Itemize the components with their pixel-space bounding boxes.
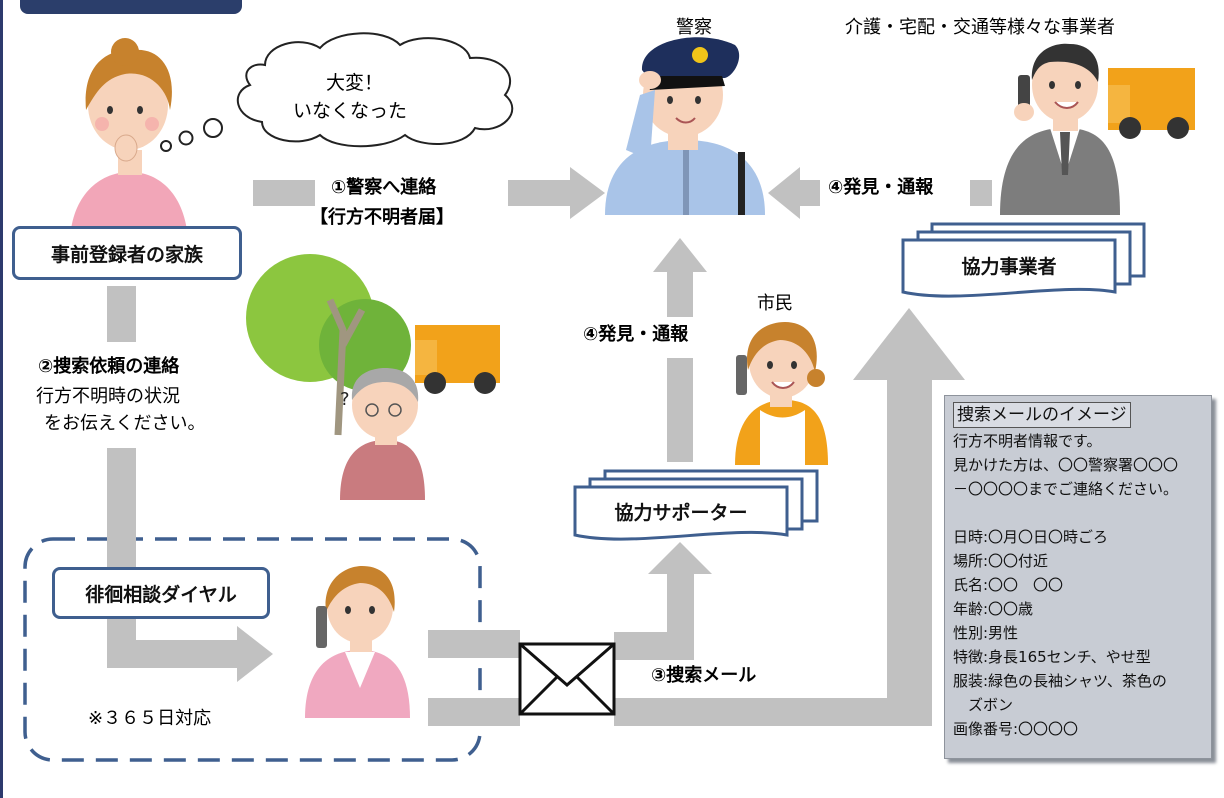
cooperating-supporter-label: 協力サポーター (614, 501, 748, 524)
arrow-family-to-dial (107, 286, 273, 682)
mail-line: －〇〇〇〇までご連絡ください。 (953, 480, 1179, 498)
mail-line: 日時:〇月〇日〇時ごろ (953, 528, 1109, 546)
step4-business-label: ④発見・通報 (828, 177, 934, 198)
mail-line: 画像番号:〇〇〇〇 (953, 720, 1079, 738)
header-tab (20, 0, 242, 14)
mail-line: 行方不明者情報です。 (953, 432, 1102, 450)
cooperating-business-label: 協力事業者 (961, 255, 1057, 278)
police-label: 警察 (676, 17, 712, 38)
mail-envelope-icon (518, 642, 616, 716)
left-border (0, 0, 3, 798)
business-man-illustration (1000, 43, 1195, 215)
businesses-label: 介護・宅配・交通等様々な事業者 (845, 17, 1115, 38)
lost-elderly-scene-illustration: ? (246, 254, 500, 500)
speech-line-1: 大変！ (326, 72, 384, 94)
mail-line: 服装:緑色の長袖シャツ、茶色の (953, 672, 1167, 690)
citizen-label: 市民 (757, 293, 793, 314)
operator-woman-illustration (305, 566, 410, 718)
step2-line1: 行方不明時の状況 (36, 386, 180, 407)
arrow-dial-to-mail (428, 630, 520, 726)
mail-line: 氏名:〇〇 〇〇 (953, 576, 1064, 594)
step4-supporter-label: ④発見・通報 (583, 324, 689, 345)
arrow-business-to-police (768, 167, 992, 219)
supporter-doc-stack (573, 469, 819, 541)
search-mail-panel: 捜索メールのイメージ 行方不明者情報です。 見かけた方は、〇〇警察署〇〇〇 －〇… (944, 395, 1212, 759)
step1-label: ①警察へ連絡 (331, 177, 437, 198)
step2-label: ②捜索依頼の連絡 (38, 356, 180, 377)
arrow-supporter-to-police (653, 238, 707, 462)
note-365: ※３６５日対応 (88, 708, 212, 729)
police-officer-illustration (605, 37, 765, 215)
wander-dial-box: 徘徊相談ダイヤル (52, 567, 270, 619)
svg-text:?: ? (340, 389, 350, 410)
speech-line-2: いなくなった (293, 100, 408, 122)
search-mail-title: 捜索メールのイメージ (953, 402, 1131, 428)
citizen-woman-illustration (735, 322, 828, 465)
mail-line: 年齢:〇〇歳 (953, 600, 1034, 618)
step3-label: ③捜索メール (651, 665, 757, 686)
step1-sublabel: 【行方不明者届】 (310, 207, 454, 228)
family-box: 事前登録者の家族 (12, 226, 242, 280)
mail-line: 性別:男性 (953, 624, 1019, 642)
mail-line: 特徴:身長165センチ、やせ型 (953, 648, 1151, 666)
mail-line: 場所:〇〇付近 (953, 552, 1049, 570)
thought-bubble (160, 32, 514, 152)
mail-line-blank (953, 501, 1203, 525)
mail-line: ズボン (953, 696, 1014, 714)
business-doc-stack (901, 222, 1146, 298)
arrow-family-to-police (253, 167, 605, 219)
step2-line2: をお伝えください。 (44, 413, 206, 434)
arrow-mail-to-supporter (614, 542, 712, 660)
mail-line: 見かけた方は、〇〇警察署〇〇〇 (953, 456, 1179, 474)
family-person-illustration (70, 38, 188, 240)
arrow-mail-to-business (614, 308, 965, 726)
